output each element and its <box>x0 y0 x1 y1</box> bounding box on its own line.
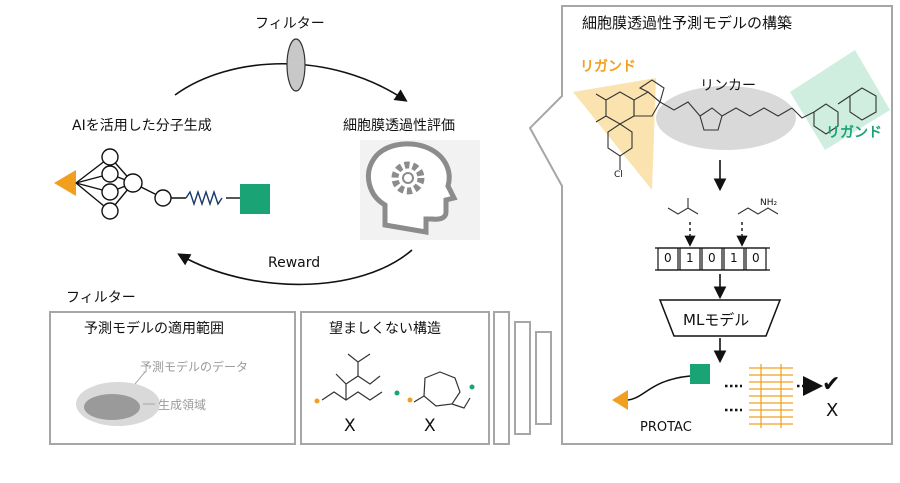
nh2-atom-label: NH₂ <box>760 198 778 208</box>
ligand-left-region <box>573 78 656 190</box>
undesired-mark-1: X <box>344 416 356 436</box>
ligand-right-label: リガンド <box>826 125 882 141</box>
membrane-icon <box>745 362 797 428</box>
linker-label: リンカー <box>700 78 756 94</box>
result-ok-mark: ✔ <box>822 372 841 397</box>
filter-top-label: フィルター <box>255 16 325 32</box>
protac-label: PROTAC <box>640 420 692 435</box>
ai-generation-label: AIを活用した分子生成 <box>72 118 212 134</box>
protac-structure <box>595 79 877 170</box>
ligand-left-label: リガンド <box>580 59 636 75</box>
ml-model-label: MLモデル <box>683 311 750 329</box>
undesired-mark-2: X <box>424 416 436 436</box>
fp-bit-3: 0 <box>708 251 716 265</box>
fp-bit-2: 1 <box>686 251 694 265</box>
applicability-domain-box <box>49 311 296 445</box>
stack-panel-1 <box>493 311 510 445</box>
fingerprint-vector <box>655 247 770 271</box>
linker-region <box>656 86 796 150</box>
right-panel-title: 細胞膜透過性予測モデルの構築 <box>582 14 793 32</box>
ml-model-block <box>658 299 782 337</box>
generation-region <box>84 394 140 420</box>
fp-bit-4: 1 <box>730 251 738 265</box>
stack-panel-3 <box>535 331 552 425</box>
ring-molecule-icon <box>407 371 475 409</box>
fp-bit-5: 0 <box>752 251 760 265</box>
protac-icon <box>612 364 710 410</box>
result-ng-mark: X <box>826 400 839 421</box>
filter-lens-icon <box>286 38 306 92</box>
ligand-right-region <box>790 50 890 150</box>
reward-cycle-arrow <box>177 249 413 286</box>
undesired-box-title: 望ましくない構造 <box>329 321 441 337</box>
generator-network-icon <box>54 148 270 220</box>
fp-bit-1: 0 <box>664 251 672 265</box>
evaluation-label: 細胞膜透過性評価 <box>343 118 455 134</box>
model-data-label: 予測モデルのデータ <box>140 360 249 374</box>
top-cycle-arrow <box>174 63 408 102</box>
domain-box-title: 予測モデルの適用範囲 <box>84 321 224 337</box>
filters-title: フィルター <box>66 290 136 306</box>
branched-molecule-icon <box>314 353 400 404</box>
generation-region-label: 生成領域 <box>158 398 207 412</box>
cl-atom-label: Cl <box>614 170 623 180</box>
undesired-structure-box <box>300 311 490 445</box>
stack-panel-2 <box>514 321 531 435</box>
fragment-molecules <box>667 198 779 215</box>
reward-label: Reward <box>268 255 321 271</box>
head-gear-icon <box>360 140 480 240</box>
